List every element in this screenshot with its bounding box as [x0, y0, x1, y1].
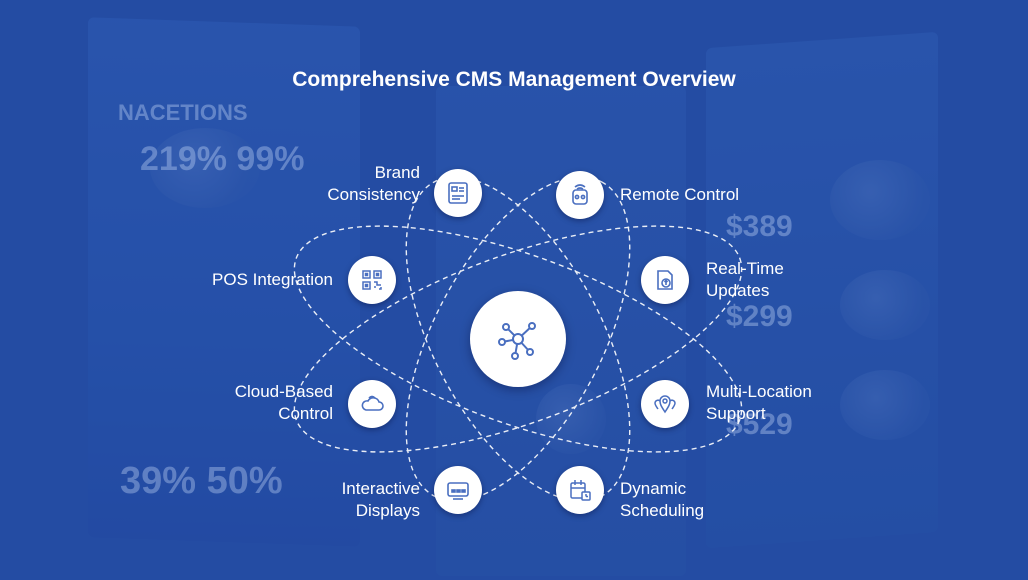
label-line: Real-Time — [706, 259, 784, 278]
label-cloud-based-control: Cloud-Based Control — [235, 381, 333, 425]
label-line: Control — [278, 404, 333, 423]
label-line: Dynamic — [620, 479, 687, 498]
node-brand-consistency — [434, 169, 482, 217]
label-pos-integration: POS Integration — [212, 269, 333, 291]
qr-code-icon — [362, 270, 382, 290]
label-line: Cloud-Based — [234, 382, 333, 401]
network-hub-icon — [498, 322, 536, 360]
display-screen-icon — [447, 482, 469, 500]
node-real-time-updates — [641, 256, 689, 304]
label-line: Support — [706, 404, 766, 423]
label-line: Interactive — [341, 479, 420, 498]
orbit-ellipse — [293, 225, 743, 453]
label-line: Brand — [374, 163, 420, 182]
label-interactive-displays: Interactive Displays — [342, 478, 420, 522]
label-line: Remote Control — [620, 185, 740, 204]
label-line: Scheduling — [620, 501, 705, 520]
node-pos-integration — [348, 256, 396, 304]
label-multi-location-support: Multi-Location Support — [706, 381, 812, 425]
label-line: POS Integration — [212, 270, 333, 289]
node-multi-location-support — [641, 380, 689, 428]
label-line: Multi-Location — [706, 382, 812, 401]
remote-control-icon — [572, 184, 588, 205]
page-title: Comprehensive CMS Management Overview — [292, 68, 736, 91]
node-remote-control — [556, 171, 604, 219]
background-blurred-text: $529 — [726, 408, 793, 441]
orbit-ellipse — [293, 225, 743, 453]
cloud-icon — [361, 395, 384, 411]
refresh-upload-icon — [657, 270, 673, 290]
label-dynamic-scheduling: Dynamic Scheduling — [620, 478, 704, 522]
calendar-clock-icon — [570, 480, 591, 501]
center-hub — [470, 291, 566, 387]
label-line: Consistency — [327, 185, 420, 204]
background-blurred-text: $389 — [726, 210, 793, 243]
node-cloud-based-control — [348, 380, 396, 428]
location-pins-icon — [654, 395, 676, 414]
label-real-time-updates: Real-Time Updates — [706, 258, 784, 302]
node-dynamic-scheduling — [556, 466, 604, 514]
background-blurred-text: 219% 99% — [140, 140, 305, 178]
background-blurred-text: $299 — [726, 300, 793, 333]
label-brand-consistency: Brand Consistency — [327, 162, 420, 206]
background-blurred-text: NACETIONS — [118, 100, 248, 125]
background-blurred-text: 39% 50% — [120, 460, 283, 502]
label-line: Displays — [355, 501, 420, 520]
brand-card-icon — [448, 182, 468, 204]
label-line: Updates — [706, 281, 770, 300]
node-interactive-displays — [434, 466, 482, 514]
label-remote-control: Remote Control — [620, 184, 739, 206]
